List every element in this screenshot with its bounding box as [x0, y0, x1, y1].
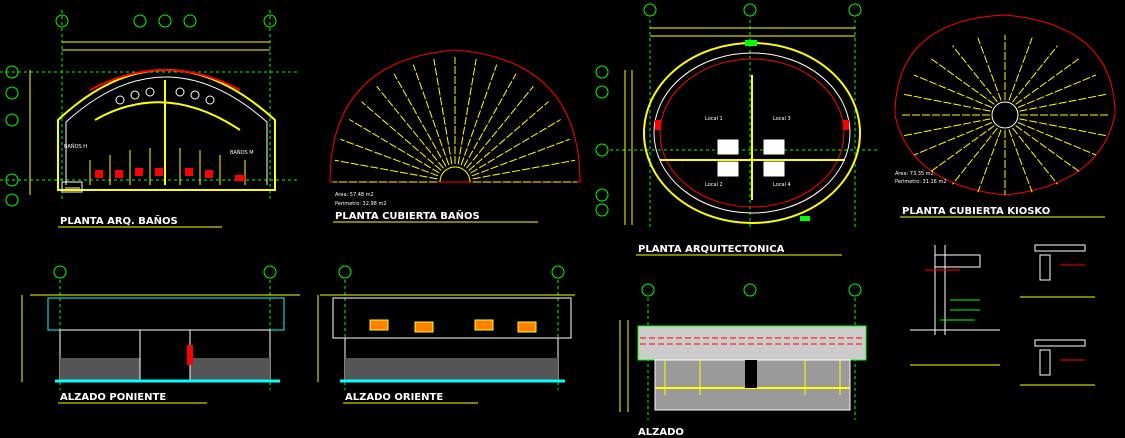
room-label-banos-h: BAÑOS H — [64, 143, 87, 150]
room-label-local-4: Local 4 — [773, 182, 791, 188]
room-label-local-3: Local 3 — [773, 116, 791, 122]
elev-kiosko — [619, 283, 867, 420]
room-label-local-1: Local 1 — [705, 116, 723, 122]
perimetro-banos: Perimetro: 32.98 m2 — [335, 201, 387, 207]
elev-poniente — [21, 265, 300, 390]
title-alzado-poniente: ALZADO PONIENTE — [60, 392, 166, 403]
title-alzado-oriente: ALZADO ORIENTE — [345, 392, 443, 403]
title-planta-banos: PLANTA ARQ. BAÑOS — [60, 214, 178, 227]
plan-kiosko — [595, 3, 880, 230]
title-alzado: ALZADO — [638, 427, 684, 438]
plan-cubierta-kiosko — [894, 14, 1116, 196]
perimetro-kiosko: Perimetro: 31.16 m2 — [895, 179, 947, 185]
room-label-banos-m: BAÑOS M — [230, 149, 254, 156]
plan-cubierta-banos — [329, 49, 581, 183]
construction-details — [910, 244, 1095, 386]
title-planta-cubierta-kiosko: PLANTA CUBIERTA KIOSKO — [902, 206, 1050, 217]
elev-oriente — [317, 265, 575, 390]
title-planta-cubierta-banos: PLANTA CUBIERTA BAÑOS — [335, 209, 480, 222]
area-banos: Area: 57.48 m2 — [335, 192, 374, 198]
title-planta-arquitectonica: PLANTA ARQUITECTONICA — [638, 244, 785, 255]
room-label-local-2: Local 2 — [705, 182, 723, 188]
area-kiosko: Area: 73.35 m2 — [895, 171, 934, 177]
plan-banos — [0, 10, 300, 207]
